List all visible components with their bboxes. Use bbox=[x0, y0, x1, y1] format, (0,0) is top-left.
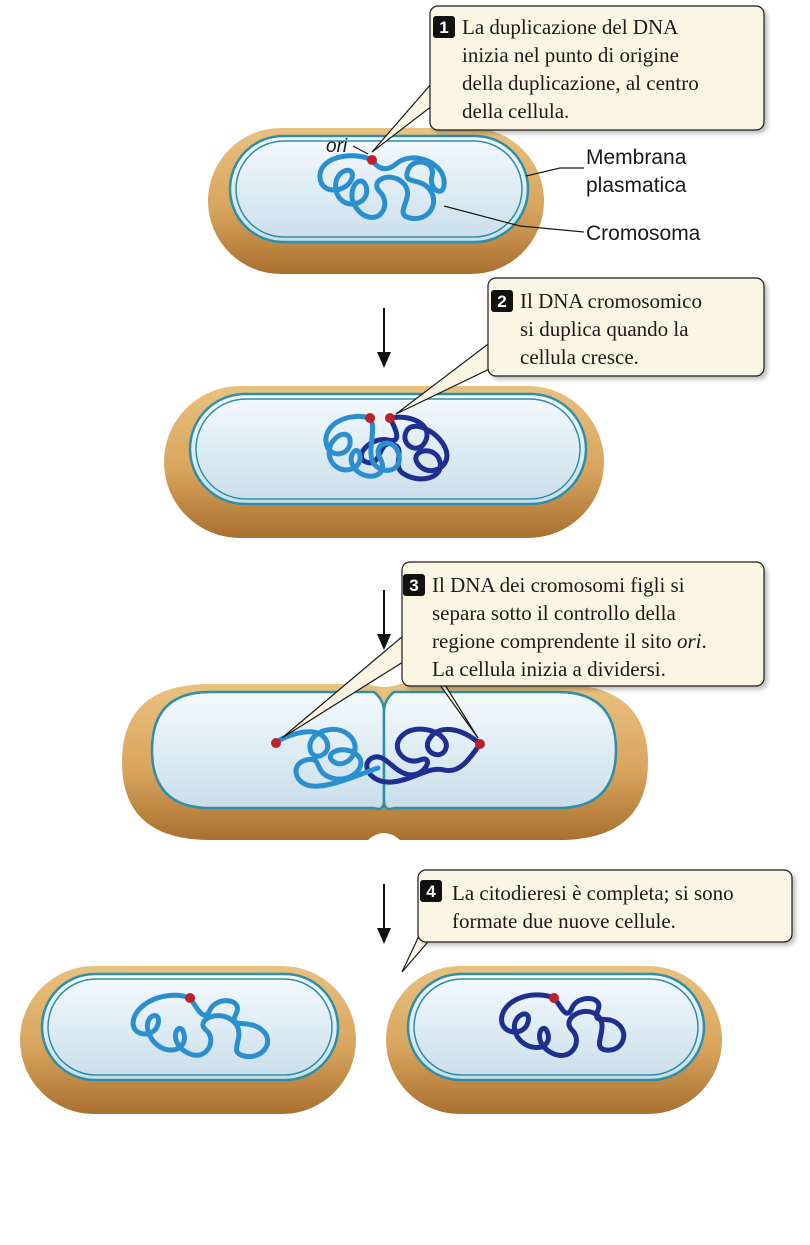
plasma-membrane bbox=[413, 978, 699, 1076]
plasma-membrane bbox=[47, 978, 333, 1076]
callout-box bbox=[401, 561, 765, 687]
membrane-leader bbox=[525, 167, 584, 177]
origin-dot-icon bbox=[365, 413, 375, 423]
down-arrow-icon bbox=[377, 884, 391, 944]
origin-dot-icon bbox=[475, 739, 485, 749]
origin-dot-icon bbox=[271, 738, 281, 748]
plasma-membrane bbox=[195, 398, 581, 500]
origin-dot-icon bbox=[549, 993, 559, 1003]
chromosome-light bbox=[323, 414, 402, 479]
cytoplasm bbox=[188, 392, 588, 506]
cytoplasm bbox=[40, 972, 340, 1082]
svg-text:2: 2 bbox=[497, 292, 506, 311]
step-4-cell-right bbox=[386, 966, 722, 1114]
origin-dot-icon bbox=[367, 155, 377, 165]
callout-step-3: 3 Il DNA dei cromosomi figli si separa s… bbox=[281, 561, 765, 739]
step-2-line-3: cellula cresce. bbox=[520, 345, 639, 369]
step-4-cell-left bbox=[20, 966, 356, 1114]
callout-step-2: 2 Il DNA cromosomico si duplica quando l… bbox=[395, 277, 765, 415]
step-4-line-2: formate due nuove cellule. bbox=[452, 909, 676, 933]
origin-dot-icon bbox=[185, 993, 195, 1003]
chromosome-label: Cromosoma bbox=[586, 222, 701, 245]
origin-dot-icon bbox=[385, 413, 395, 423]
chromosome-dark bbox=[499, 992, 627, 1058]
callout-step-1: 1 La duplicazione del DNA inizia nel pun… bbox=[371, 5, 765, 153]
step-3-line-3: regione comprendente il sito ori. bbox=[432, 629, 707, 653]
step-1-line-2: inizia nel punto di origine bbox=[462, 43, 679, 67]
step-badge-icon: 1 bbox=[433, 16, 455, 38]
chromosome-light bbox=[317, 153, 447, 222]
cytoplasm-right bbox=[382, 690, 618, 811]
chromosome-dark bbox=[364, 726, 483, 785]
svg-text:4: 4 bbox=[426, 882, 436, 901]
step-1-line-3: della duplicazione, al centro bbox=[462, 71, 699, 95]
step-1-line-4: della cellula. bbox=[462, 99, 569, 123]
svg-text:3: 3 bbox=[409, 576, 418, 595]
step-3-cell bbox=[122, 684, 648, 840]
callout-box bbox=[487, 277, 765, 377]
svg-text:1: 1 bbox=[439, 18, 448, 37]
chromosome-leader bbox=[443, 205, 585, 233]
membrane-label-line1: Membrana bbox=[586, 146, 687, 169]
step-2-line-2: si duplica quando la bbox=[520, 317, 689, 341]
step-badge-icon: 4 bbox=[420, 880, 442, 902]
step-2-cell bbox=[164, 386, 604, 538]
membrane-label-line2: plasmatica bbox=[586, 174, 687, 197]
step-3-line-1: Il DNA dei cromosomi figli si bbox=[432, 573, 685, 597]
step-1-line-1: La duplicazione del DNA bbox=[462, 15, 679, 39]
ori-leader bbox=[352, 145, 369, 155]
step-badge-icon: 3 bbox=[403, 574, 425, 596]
callout-box bbox=[429, 5, 765, 131]
callout-box bbox=[417, 869, 793, 943]
step-3-line-2: separa sotto il controllo della bbox=[432, 601, 676, 625]
step-badge-icon: 2 bbox=[491, 290, 513, 312]
cytoplasm bbox=[406, 972, 706, 1082]
callout-step-4: 4 La citodieresi è completa; si sono for… bbox=[401, 869, 793, 973]
chromosome-light bbox=[273, 726, 381, 789]
step-3-line-4: La cellula inizia a dividersi. bbox=[432, 657, 666, 681]
chromosome-light bbox=[130, 992, 271, 1060]
down-arrow-icon bbox=[377, 308, 391, 368]
plasma-membrane bbox=[235, 140, 523, 238]
step-1-cell bbox=[208, 128, 544, 274]
step-4-line-1: La citodieresi è completa; si sono bbox=[452, 881, 734, 905]
ori-label: ori bbox=[326, 136, 348, 157]
step-2-line-1: Il DNA cromosomico bbox=[520, 289, 702, 313]
down-arrow-icon bbox=[377, 590, 391, 650]
